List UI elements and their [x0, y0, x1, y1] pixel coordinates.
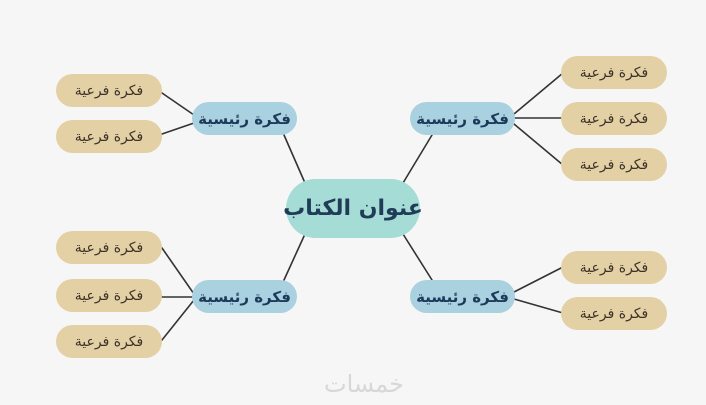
- sub-idea-top-left-2: فكرة فرعية: [56, 120, 162, 153]
- sub-idea-bottom-left-2: فكرة فرعية: [56, 279, 162, 312]
- sub-idea-label: فكرة فرعية: [74, 128, 144, 145]
- main-idea-top-right: فكرة رئيسية: [410, 102, 515, 135]
- sub-idea-label: فكرة فرعية: [579, 305, 649, 322]
- connector-root-top-right: [402, 134, 433, 184]
- watermark: خمسات: [323, 370, 405, 398]
- connector-bottom-right-sub-1: [513, 266, 564, 293]
- connector-top-left-sub-2: [161, 122, 195, 135]
- connector-root-bottom-left: [283, 233, 306, 281]
- sub-idea-bottom-left-3: فكرة فرعية: [56, 325, 162, 358]
- connector-root-bottom-right: [402, 233, 433, 281]
- connector-bottom-right-sub-2: [513, 298, 564, 314]
- main-idea-label: فكرة رئيسية: [198, 109, 291, 128]
- book-title-node: عنوان الكتاب: [283, 179, 423, 238]
- main-idea-label: فكرة رئيسية: [416, 109, 509, 128]
- sub-idea-bottom-right-2: فكرة فرعية: [561, 297, 667, 330]
- sub-idea-bottom-left-1: فكرة فرعية: [56, 231, 162, 264]
- sub-idea-label: فكرة فرعية: [579, 64, 649, 81]
- sub-idea-label: فكرة فرعية: [579, 110, 649, 127]
- main-idea-top-left: فكرة رئيسية: [192, 102, 297, 135]
- sub-idea-label: فكرة فرعية: [74, 82, 144, 99]
- main-idea-bottom-left: فكرة رئيسية: [192, 280, 297, 313]
- sub-idea-top-right-2: فكرة فرعية: [561, 102, 667, 135]
- connector-bottom-left-sub-3: [161, 299, 195, 341]
- connector-root-top-left: [283, 134, 306, 184]
- main-idea-label: فكرة رئيسية: [198, 287, 291, 306]
- sub-idea-top-right-1: فكرة فرعية: [561, 56, 667, 89]
- sub-idea-top-right-3: فكرة فرعية: [561, 148, 667, 181]
- connector-top-right-sub-3: [513, 123, 564, 166]
- sub-idea-top-left-1: فكرة فرعية: [56, 74, 162, 107]
- book-title-label: عنوان الكتاب: [283, 196, 423, 221]
- sub-idea-bottom-right-1: فكرة فرعية: [561, 251, 667, 284]
- connector-top-left-sub-1: [161, 92, 195, 116]
- sub-idea-label: فكرة فرعية: [74, 239, 144, 256]
- sub-idea-label: فكرة فرعية: [74, 287, 144, 304]
- sub-idea-label: فكرة فرعية: [74, 333, 144, 350]
- main-idea-bottom-right: فكرة رئيسية: [410, 280, 515, 313]
- connector-bottom-left-sub-1: [161, 247, 195, 295]
- sub-idea-label: فكرة فرعية: [579, 156, 649, 173]
- main-idea-label: فكرة رئيسية: [416, 287, 509, 306]
- connector-top-right-sub-1: [513, 72, 564, 115]
- sub-idea-label: فكرة فرعية: [579, 259, 649, 276]
